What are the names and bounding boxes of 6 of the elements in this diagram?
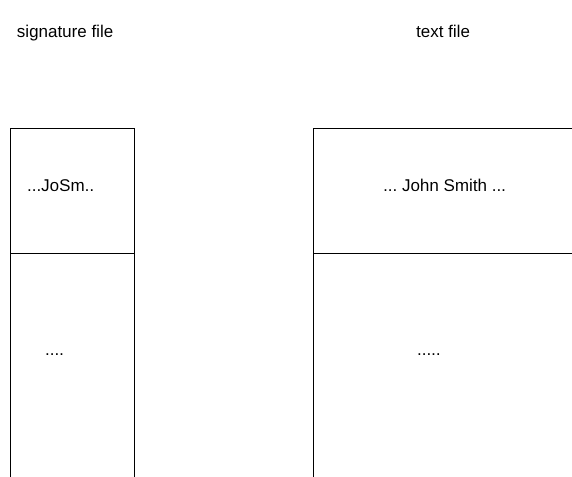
section-text: ...JoSm..	[27, 176, 94, 196]
section-text: .....	[417, 340, 441, 360]
column-heading: signature file	[16, 21, 114, 43]
column-heading: text file	[415, 21, 471, 43]
section-text: ....	[45, 340, 64, 360]
section-text: ... John Smith ...	[382, 176, 507, 196]
